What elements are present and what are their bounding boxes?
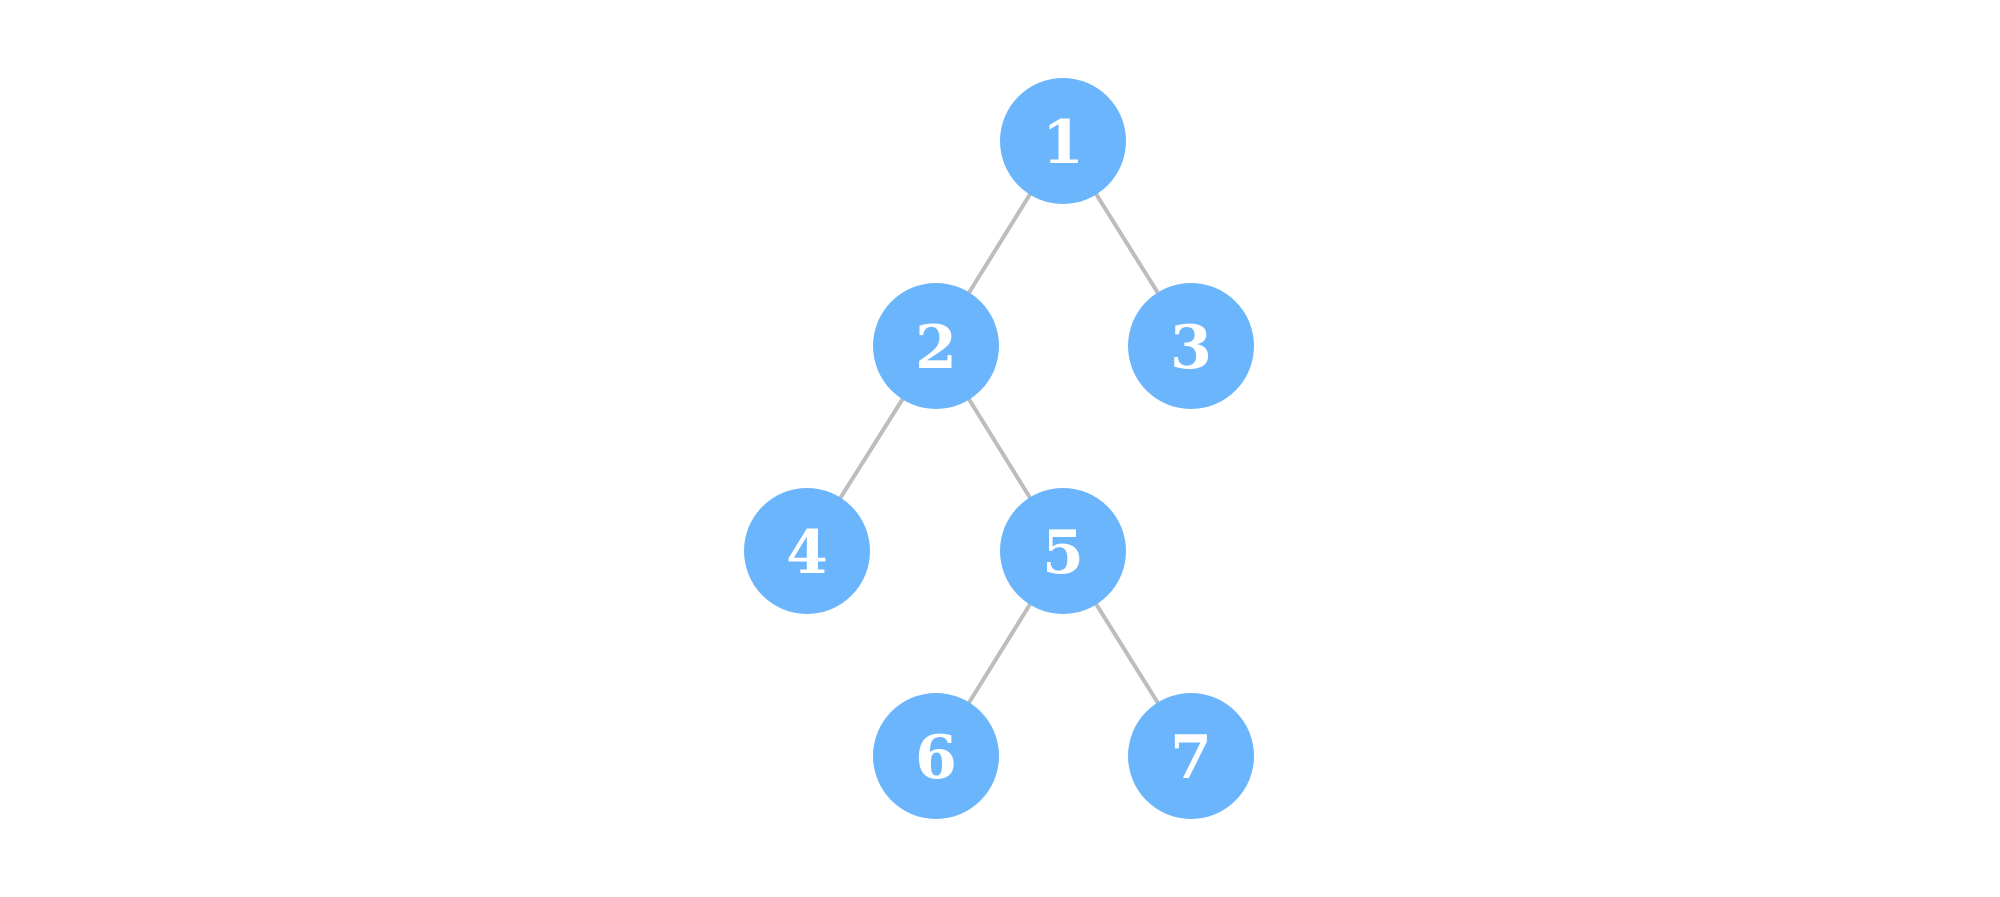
tree-node-7: 7: [1128, 693, 1254, 819]
node-label: 1: [1042, 108, 1084, 178]
node-label: 5: [1042, 518, 1084, 588]
node-label: 3: [1170, 313, 1212, 383]
tree-node-1: 1: [1000, 78, 1126, 204]
tree-node-4: 4: [744, 488, 870, 614]
tree-node-6: 6: [873, 693, 999, 819]
node-circle: [744, 488, 870, 614]
node-label: 7: [1170, 723, 1212, 793]
node-circle: [1128, 283, 1254, 409]
tree-nodes: 1 2 3 4 5 6 7: [744, 78, 1254, 819]
node-label: 6: [915, 723, 957, 793]
tree-edges: [805, 139, 1193, 758]
node-circle: [873, 283, 999, 409]
tree-node-5: 5: [1000, 488, 1126, 614]
node-circle: [1000, 488, 1126, 614]
node-label: 4: [786, 518, 828, 588]
node-circle: [1128, 693, 1254, 819]
tree-node-2: 2: [873, 283, 999, 409]
tree-node-3: 3: [1128, 283, 1254, 409]
node-label: 2: [915, 313, 957, 383]
node-circle: [1000, 78, 1126, 204]
node-circle: [873, 693, 999, 819]
